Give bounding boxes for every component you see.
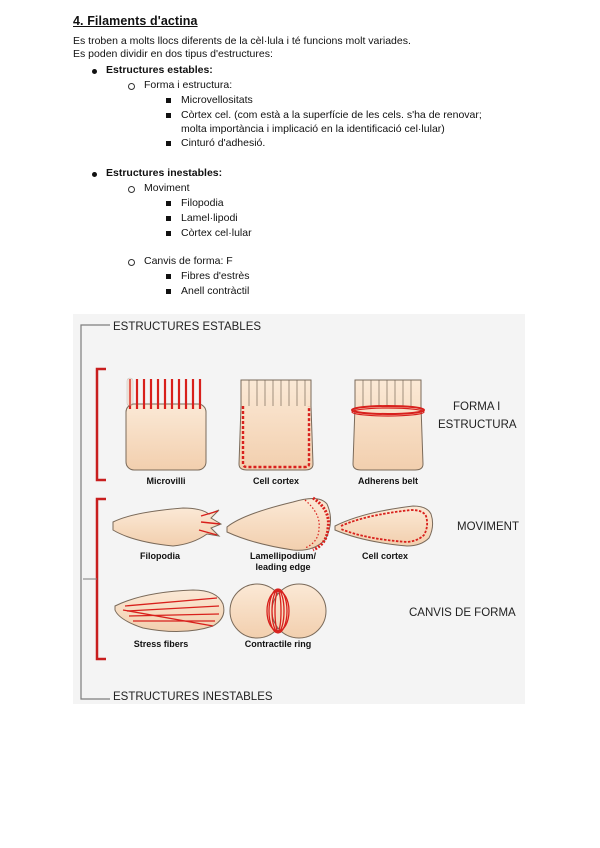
adherens-belt-cell <box>351 379 425 471</box>
caption-lamellipodium-1: Lamellipodium/ <box>250 551 317 561</box>
stable-item-2: Còrtex cel. (com està a la superfície de… <box>181 109 482 121</box>
top-label: ESTRUCTURES ESTABLES <box>113 321 261 333</box>
unstable-heading: Estructures inestables: <box>106 167 223 179</box>
bullet-dot <box>92 172 97 177</box>
stable-item-3: Cinturó d'adhesió. <box>181 137 266 149</box>
bullet-square <box>166 216 171 221</box>
microvilli-cell <box>125 377 207 471</box>
caption-contractile-ring: Contractile ring <box>245 639 312 649</box>
figure-svg: ESTRUCTURES ESTABLES ESTRUCTURES INESTAB… <box>80 321 519 703</box>
unstable-sub2: Canvis de forma: F <box>144 255 233 267</box>
bullet-ring <box>128 83 135 90</box>
unstable-sub1: Moviment <box>144 182 190 194</box>
bullet-square <box>166 141 171 146</box>
bullet-square <box>166 98 171 103</box>
section-title: 4. Filaments d'actina <box>73 14 198 28</box>
caption-lamellipodium-2: leading edge <box>255 562 310 572</box>
caption-stress-fibers: Stress fibers <box>134 639 189 649</box>
group1-label-line2: ESTRUCTURA <box>438 419 517 431</box>
unstable-item1-2: Lamel·lipodi <box>181 212 238 224</box>
unstable-item1-1: Filopodia <box>181 197 224 209</box>
unstable-item2-1: Fibres d'estrès <box>181 270 250 282</box>
cell-cortex-cell-2 <box>334 505 434 547</box>
bullet-ring <box>128 186 135 193</box>
lamellipodium-cell <box>226 496 331 552</box>
caption-filopodia: Filopodia <box>140 551 181 561</box>
stable-sub: Forma i estructura: <box>144 79 233 91</box>
bracket-stable <box>95 367 106 482</box>
bullet-square <box>166 113 171 118</box>
stable-item-2-cont: molta importància i implicació en la ide… <box>181 123 445 135</box>
cell-cortex-cell-1 <box>238 379 314 471</box>
unstable-item1-3: Còrtex cel·lular <box>181 227 252 239</box>
group3-label: CANVIS DE FORMA <box>409 607 516 619</box>
stable-heading: Estructures estables: <box>106 64 213 76</box>
caption-cell-cortex-2: Cell cortex <box>362 551 408 561</box>
caption-adherens-belt: Adherens belt <box>358 476 418 486</box>
actin-structures-figure: ESTRUCTURES ESTABLES ESTRUCTURES INESTAB… <box>73 314 525 704</box>
caption-microvilli: Microvilli <box>146 476 185 486</box>
contractile-ring-cell <box>229 583 327 639</box>
bullet-square <box>166 231 171 236</box>
bullet-dot <box>92 69 97 74</box>
bullet-ring <box>128 259 135 266</box>
bullet-square <box>166 289 171 294</box>
outer-bracket <box>80 324 110 700</box>
intro-line-1: Es troben a molts llocs diferents de la … <box>73 35 411 47</box>
group2-label: MOVIMENT <box>457 521 519 533</box>
bottom-label: ESTRUCTURES INESTABLES <box>113 691 273 703</box>
bullet-square <box>166 274 171 279</box>
group1-label-line1: FORMA I <box>453 401 500 413</box>
stable-item-1: Microvellositats <box>181 94 253 106</box>
bullet-square <box>166 201 171 206</box>
filopodia-cell <box>112 507 223 547</box>
caption-cell-cortex-1: Cell cortex <box>253 476 299 486</box>
bracket-unstable <box>95 497 106 661</box>
intro-line-2: Es poden dividir en dos tipus d'estructu… <box>73 48 273 60</box>
stress-fibers-cell <box>114 589 225 633</box>
unstable-item2-2: Anell contràctil <box>181 285 250 297</box>
